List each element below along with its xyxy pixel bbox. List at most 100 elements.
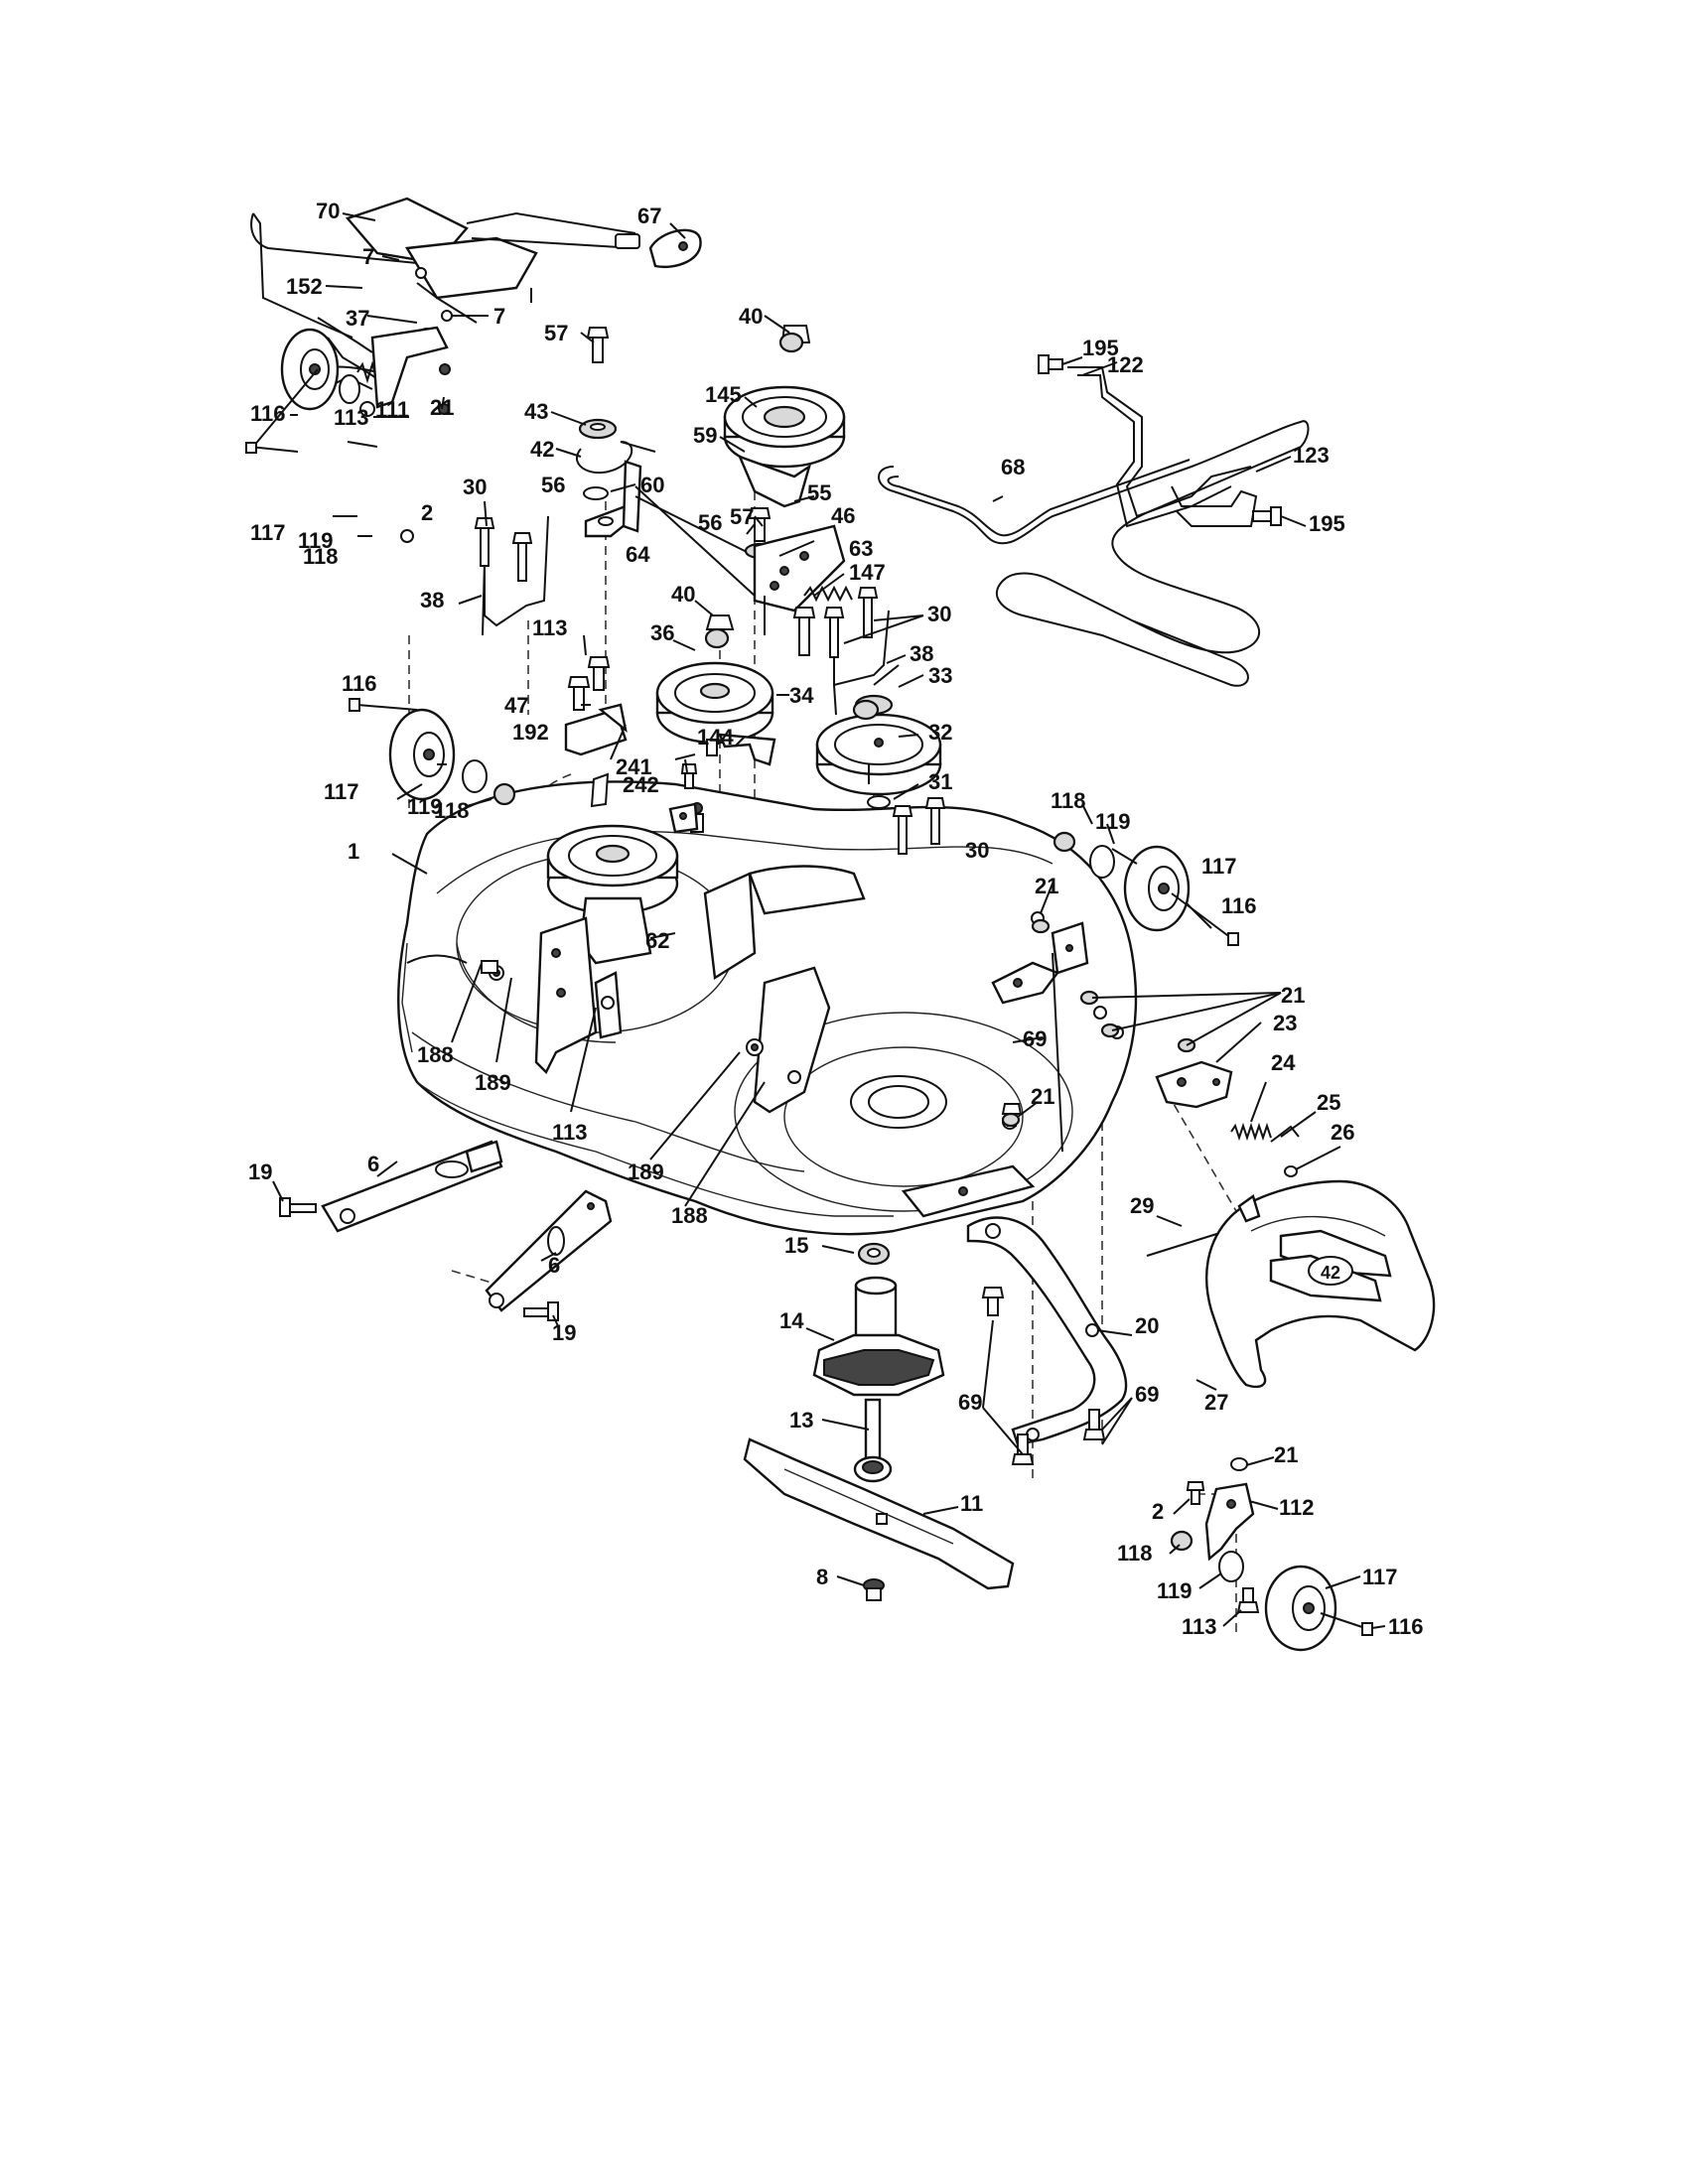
mid-small-hardware <box>564 656 699 834</box>
callout-label: 195 <box>1082 336 1119 360</box>
callout-label: 11 <box>960 1491 983 1516</box>
callout-label: 241 <box>616 754 652 779</box>
discharge-chute-assembly: 42 <box>1146 1060 1436 1389</box>
callout-label: 195 <box>1309 511 1345 536</box>
callout-label: 30 <box>927 602 951 626</box>
callout-label: 56 <box>541 473 565 497</box>
gauge-wheel-rear-right <box>1170 1457 1373 1652</box>
callout-label: 6 <box>367 1152 379 1176</box>
callout-label: 119 <box>407 794 443 819</box>
belt-guide-wire <box>1038 354 1282 528</box>
callout-label: 116 <box>342 671 377 696</box>
callout-label: 67 <box>637 204 661 228</box>
callout-label: 188 <box>671 1203 708 1228</box>
callout-label: 32 <box>928 720 952 745</box>
callout-label: 21 <box>1281 983 1305 1008</box>
callout-label: 113 <box>334 405 369 430</box>
callout-label: 123 <box>1293 443 1330 468</box>
callout-label: 62 <box>645 928 669 953</box>
callout-label: 30 <box>463 475 487 499</box>
callout-label: 27 <box>1204 1390 1228 1415</box>
callout-label: 119 <box>1157 1578 1193 1603</box>
callout-label: 21 <box>1031 1084 1054 1109</box>
callout-label: 31 <box>928 769 952 794</box>
callout-label: 26 <box>1331 1120 1354 1145</box>
lift-linkage-assembly <box>250 197 702 390</box>
callout-label: 30 <box>965 838 989 863</box>
callout-label: 192 <box>512 720 549 745</box>
callout-label: 69 <box>958 1390 982 1415</box>
callout-label: 6 <box>548 1253 560 1278</box>
callout-label: 40 <box>739 304 763 329</box>
callout-label: 42 <box>530 437 554 462</box>
callout-label: 56 <box>698 510 722 535</box>
mower-deck-shell <box>397 772 1138 1236</box>
callout-label: 37 <box>346 306 369 331</box>
callout-label: 13 <box>789 1408 813 1433</box>
idler-arm-assembly <box>576 327 756 557</box>
callout-label: 189 <box>628 1160 664 1184</box>
callout-label: 119 <box>298 528 334 553</box>
callout-leader-lines <box>272 212 1386 1629</box>
callout-label: 112 <box>1279 1495 1315 1520</box>
callout-label: 7 <box>493 304 505 329</box>
callout-label: 34 <box>789 683 814 708</box>
callout-label: 122 <box>1107 352 1144 377</box>
callout-label: 1 <box>348 839 359 864</box>
callout-label: 8 <box>816 1565 828 1589</box>
callout-label: 19 <box>552 1320 576 1345</box>
spindle-pulley-36 <box>655 614 776 766</box>
callout-label: 60 <box>640 473 664 497</box>
callout-label: 29 <box>1130 1193 1154 1218</box>
callout-label: 69 <box>1023 1026 1047 1051</box>
callout-label: 40 <box>671 582 695 607</box>
callout-label: 63 <box>849 536 873 561</box>
callout-label: 38 <box>910 641 933 666</box>
lift-rods-and-bolts <box>474 515 946 855</box>
callout-label: 117 <box>1201 854 1237 879</box>
callout-label: 69 <box>1135 1382 1159 1407</box>
callout-label: 36 <box>650 620 674 645</box>
callout-label: 118 <box>1117 1541 1153 1566</box>
callout-label: 57 <box>730 504 754 529</box>
callout-label: 116 <box>250 401 286 426</box>
callout-label: 118 <box>303 544 339 569</box>
callout-label: 21 <box>1035 874 1058 898</box>
callout-label: 119 <box>1095 809 1131 834</box>
callout-label: 188 <box>417 1042 454 1067</box>
drive-belt <box>878 420 1310 687</box>
callout-label: 19 <box>248 1160 272 1184</box>
callout-label: 117 <box>250 520 286 545</box>
callout-label: 43 <box>524 399 548 424</box>
callout-label: 118 <box>1051 788 1086 813</box>
callout-label: 47 <box>504 693 528 718</box>
callout-label: 24 <box>1271 1050 1296 1075</box>
callout-label: 113 <box>552 1120 588 1145</box>
deck-hanger-arms <box>279 1140 613 1321</box>
gauge-wheel-mid-left <box>349 698 516 806</box>
callout-label: 144 <box>697 725 734 750</box>
gauge-wheel-front-left <box>245 326 451 543</box>
callout-label: 55 <box>807 480 831 505</box>
callout-label: 68 <box>1001 455 1025 479</box>
deck-nuts <box>704 332 1196 1128</box>
callout-label: 59 <box>693 423 717 448</box>
callout-label: 116 <box>1221 893 1257 918</box>
callout-label: 14 <box>779 1308 804 1333</box>
callout-label: 64 <box>626 542 650 567</box>
deck-support-arm <box>966 1103 1128 1465</box>
callout-label: 21 <box>1274 1442 1298 1467</box>
callout-label: 113 <box>532 615 568 640</box>
blade-spindle-assembly <box>743 1242 1015 1601</box>
deck-size-logo: 42 <box>1321 1263 1340 1283</box>
callout-label: 70 <box>316 199 340 223</box>
callout-label: 7 <box>362 244 374 269</box>
callout-label: 118 <box>434 798 470 823</box>
callout-label: 152 <box>286 274 323 299</box>
callout-label: 2 <box>421 500 433 525</box>
callout-label: 147 <box>849 560 886 585</box>
callout-label: 23 <box>1273 1011 1297 1035</box>
callout-label: 117 <box>324 779 359 804</box>
callout-label: 145 <box>705 382 742 407</box>
